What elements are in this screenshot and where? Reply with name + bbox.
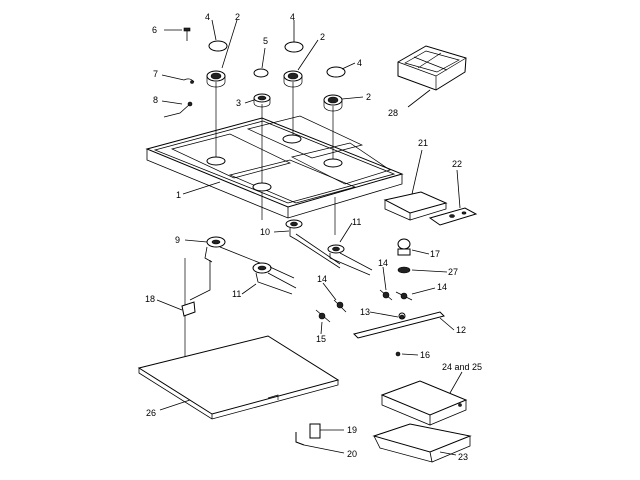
- callout-14-left: 14: [317, 274, 327, 284]
- callout-2-right: 2: [366, 92, 371, 102]
- callout-2-top-middle: 2: [320, 32, 325, 42]
- callout-22: 22: [452, 159, 462, 169]
- lower-burner-11-right: [327, 244, 373, 276]
- screw: [183, 27, 191, 41]
- orifice-13: [399, 314, 405, 320]
- callout-9: 9: [175, 235, 180, 245]
- callout-5: 5: [263, 36, 268, 46]
- gas-valve-a: [379, 289, 393, 301]
- callout-14-right: 14: [437, 282, 447, 292]
- bracket-18: [181, 260, 211, 317]
- leader-lines: [156, 19, 463, 456]
- bottom-panel: [137, 335, 340, 420]
- wire-clip: [183, 78, 195, 84]
- burner-cap-top-middle: [284, 41, 304, 53]
- gas-valve-d: [315, 309, 331, 323]
- callout-21: 21: [418, 138, 428, 148]
- callout-28: 28: [388, 108, 398, 118]
- gas-valve-c: [333, 299, 347, 313]
- callout-13: 13: [360, 307, 370, 317]
- heat-shield-23: [372, 423, 472, 463]
- callout-6: 6: [152, 25, 157, 35]
- lower-burner-11-left: [252, 262, 297, 295]
- callout-19: 19: [347, 425, 357, 435]
- cooktop-main-top: [145, 115, 404, 219]
- clip-19: [309, 423, 321, 439]
- orifice-16: [395, 351, 401, 357]
- callout-16: 16: [420, 350, 430, 360]
- burner-head-right: [323, 94, 343, 112]
- callout-15: 15: [316, 334, 326, 344]
- ignitor-electrode: [163, 101, 193, 118]
- bracket-plate: [428, 207, 478, 226]
- callout-11-right: 11: [352, 217, 361, 227]
- regulator-washer: [397, 266, 411, 274]
- callout-10: 10: [260, 227, 270, 237]
- burner-grate: [397, 45, 467, 91]
- callout-23: 23: [458, 452, 468, 462]
- callout-3: 3: [236, 98, 241, 108]
- regulator: [397, 238, 411, 256]
- burner-cap-right: [326, 66, 346, 78]
- burner-cap-small: [253, 68, 269, 78]
- callout-4-top-middle: 4: [290, 12, 295, 22]
- callout-11-left: 11: [232, 289, 241, 299]
- gas-valve-b: [395, 291, 413, 301]
- callout-12: 12: [456, 325, 466, 335]
- heat-shield-24: [380, 380, 468, 426]
- burner-head-left: [206, 70, 226, 88]
- callout-24-and-25: 24 and 25: [442, 362, 482, 372]
- callout-1: 1: [176, 190, 181, 200]
- mounting-bracket: [383, 191, 448, 221]
- callout-27: 27: [448, 267, 458, 277]
- callout-26: 26: [146, 408, 156, 418]
- callout-4-top-left: 4: [205, 12, 210, 22]
- callout-20: 20: [347, 449, 357, 459]
- callout-4-right: 4: [357, 58, 362, 68]
- callout-8: 8: [153, 95, 158, 105]
- callout-2-top-left: 2: [235, 12, 240, 22]
- lower-burner-9: [204, 236, 266, 271]
- clip-20: [295, 432, 305, 446]
- lower-burner-10: [285, 219, 341, 269]
- callout-18: 18: [145, 294, 155, 304]
- callout-7: 7: [153, 69, 158, 79]
- burner-cap-top-left: [208, 40, 228, 52]
- callout-17: 17: [430, 249, 440, 259]
- callout-14-top: 14: [378, 258, 388, 268]
